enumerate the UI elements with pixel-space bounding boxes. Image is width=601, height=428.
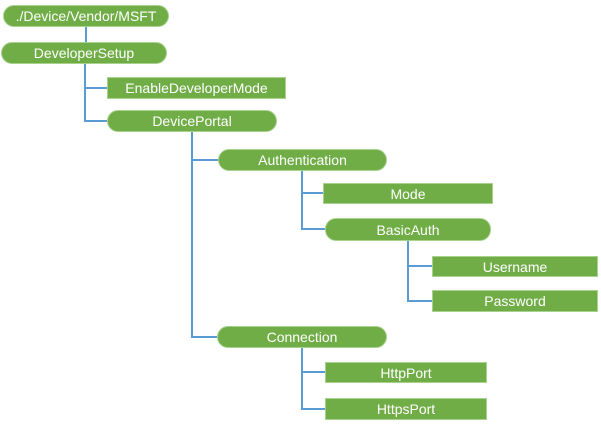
node-developersetup: DeveloperSetup: [1, 42, 167, 64]
connector-branch-connection: [191, 336, 217, 338]
connector-branch-authentication: [191, 159, 218, 161]
connector-branch-mode: [301, 192, 323, 194]
connector-basicauth-trunk: [407, 241, 409, 302]
connector-branch-password: [407, 300, 432, 302]
connector-deviceportal-trunk: [191, 132, 193, 338]
node-httpsport: HttpsPort: [325, 398, 487, 420]
connector-branch-httpport: [301, 371, 325, 373]
node-deviceportal: DevicePortal: [107, 110, 277, 132]
connector-authentication-trunk: [301, 171, 303, 230]
node-enabledevelopermode: EnableDeveloperMode: [107, 77, 286, 99]
node-mode: Mode: [323, 183, 493, 204]
connector-developersetup-trunk: [84, 63, 86, 122]
node-device-vendor-msft: ./Device/Vendor/MSFT: [3, 5, 169, 27]
node-password: Password: [432, 290, 598, 312]
node-connection: Connection: [217, 326, 387, 348]
node-httpport: HttpPort: [325, 362, 487, 383]
connector-branch-username: [407, 265, 432, 267]
connector-connection-trunk: [301, 348, 303, 410]
connector-branch-basicauth: [301, 228, 325, 230]
connector-branch-httpsport: [301, 408, 325, 410]
node-basicauth: BasicAuth: [325, 218, 491, 241]
node-authentication: Authentication: [218, 149, 387, 171]
connector-branch-enabledevelopermode: [85, 87, 107, 89]
node-username: Username: [432, 256, 598, 277]
connector-msft-developersetup: [85, 27, 87, 42]
connector-branch-deviceportal: [85, 120, 107, 122]
